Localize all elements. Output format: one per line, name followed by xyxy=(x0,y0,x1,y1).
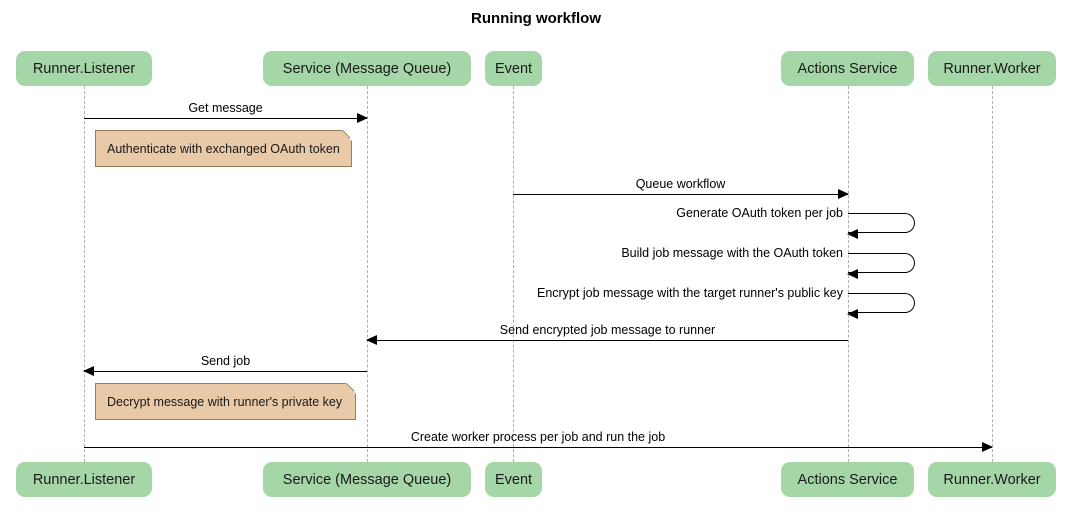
note-fold-edge-icon xyxy=(337,130,352,145)
arrowhead-icon xyxy=(366,335,377,345)
arrowhead-icon xyxy=(847,308,858,319)
participant-label: Service (Message Queue) xyxy=(282,60,452,77)
lifeline-event xyxy=(513,86,514,462)
participant-service-message-queue-bottom[interactable]: Service (Message Queue) xyxy=(263,462,471,497)
arrowhead-icon xyxy=(847,228,858,239)
message-queue-workflow[interactable]: Queue workflow xyxy=(513,177,849,199)
participant-label: Runner.Listener xyxy=(32,471,136,488)
arrowhead-icon xyxy=(838,189,849,199)
message-label: Send job xyxy=(200,354,251,368)
message-line xyxy=(513,194,848,195)
participant-label: Actions Service xyxy=(797,471,898,488)
participant-runner-listener-top[interactable]: Runner.Listener xyxy=(16,51,152,86)
note-text: Decrypt message with runner's private ke… xyxy=(107,394,343,409)
message-get-message[interactable]: Get message xyxy=(84,101,368,123)
arrowhead-icon xyxy=(83,366,94,376)
self-message-build-job-message-with-the-oauth-token[interactable]: Build job message with the OAuth token xyxy=(621,246,915,279)
arrowhead-icon xyxy=(982,442,993,452)
message-label: Create worker process per job and run th… xyxy=(410,430,666,444)
page-title: Running workflow xyxy=(471,10,601,27)
message-line xyxy=(367,340,848,341)
participant-label: Event xyxy=(494,471,533,488)
note-fold-edge-icon xyxy=(341,383,356,398)
participant-runner-worker-top[interactable]: Runner.Worker xyxy=(928,51,1056,86)
arrowhead-icon xyxy=(357,113,368,123)
self-message-generate-oauth-token-per-job[interactable]: Generate OAuth token per job xyxy=(676,206,915,239)
lifeline-runner-listener xyxy=(84,86,85,462)
participant-label: Service (Message Queue) xyxy=(282,471,452,488)
note-text: Authenticate with exchanged OAuth token xyxy=(107,141,340,156)
participant-label: Actions Service xyxy=(797,60,898,77)
participant-actions-service-top[interactable]: Actions Service xyxy=(781,51,914,86)
participant-event-top[interactable]: Event xyxy=(485,51,542,86)
message-line xyxy=(84,118,367,119)
participant-label: Runner.Worker xyxy=(943,60,1041,77)
participant-runner-listener-bottom[interactable]: Runner.Listener xyxy=(16,462,152,497)
participant-label: Event xyxy=(494,60,533,77)
message-label: Get message xyxy=(188,101,263,115)
arrowhead-icon xyxy=(847,268,858,279)
message-send-job[interactable]: Send job xyxy=(83,354,367,376)
message-send-encrypted-job-message-to-runner[interactable]: Send encrypted job message to runner xyxy=(366,323,848,345)
lifeline-service-message-queue xyxy=(367,86,368,462)
participant-label: Runner.Listener xyxy=(32,60,136,77)
self-message-encrypt-job-message-with-public-key[interactable]: Encrypt job message with the target runn… xyxy=(537,286,915,319)
self-message-label: Build job message with the OAuth token xyxy=(621,246,843,260)
self-message-loop xyxy=(848,253,915,273)
message-create-worker-process[interactable]: Create worker process per job and run th… xyxy=(84,430,993,452)
message-line xyxy=(84,447,992,448)
note-decrypt-message-with-runners-private-key[interactable]: Decrypt message with runner's private ke… xyxy=(95,383,356,420)
participant-actions-service-bottom[interactable]: Actions Service xyxy=(781,462,914,497)
self-message-loop xyxy=(848,213,915,233)
participant-label: Runner.Worker xyxy=(943,471,1041,488)
lifeline-runner-worker xyxy=(992,86,993,462)
self-message-label: Encrypt job message with the target runn… xyxy=(536,286,843,300)
message-label: Send encrypted job message to runner xyxy=(499,323,716,337)
message-line xyxy=(84,371,367,372)
message-label: Queue workflow xyxy=(635,177,726,191)
self-message-label: Generate OAuth token per job xyxy=(676,206,843,220)
participant-event-bottom[interactable]: Event xyxy=(485,462,542,497)
note-authenticate-with-exchanged-oauth-token[interactable]: Authenticate with exchanged OAuth token xyxy=(95,130,352,167)
participant-runner-worker-bottom[interactable]: Runner.Worker xyxy=(928,462,1056,497)
participant-service-message-queue-top[interactable]: Service (Message Queue) xyxy=(263,51,471,86)
self-message-loop xyxy=(848,293,915,313)
